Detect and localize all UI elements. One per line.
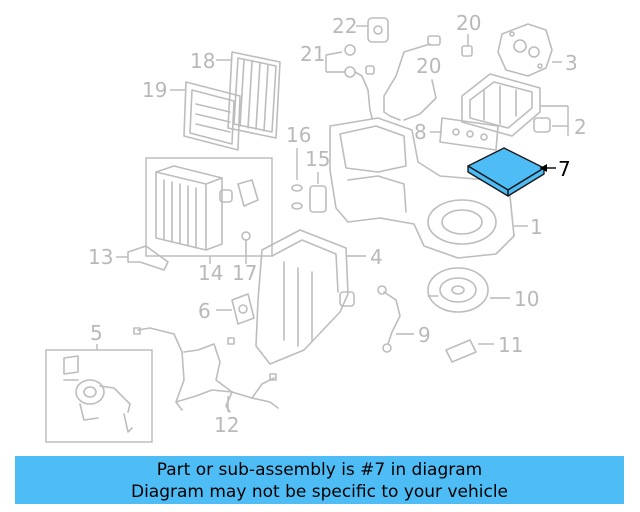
part-16-oring	[291, 184, 303, 210]
label-22: 22	[332, 14, 357, 38]
part-20-pipe-fitting	[383, 35, 473, 113]
label-15: 15	[305, 147, 330, 171]
label-12: 12	[214, 413, 239, 437]
label-1: 1	[530, 215, 543, 239]
label-3: 3	[565, 51, 578, 75]
label-8: 8	[414, 120, 427, 144]
label-20-lower: 20	[416, 54, 441, 78]
part-8-gasket	[439, 117, 499, 151]
label-5: 5	[90, 321, 103, 345]
part-11-resistor	[445, 339, 477, 363]
part-13-sensor	[127, 245, 169, 271]
label-19: 19	[142, 78, 167, 102]
label-14: 14	[198, 261, 223, 285]
label-21: 21	[300, 42, 325, 66]
label-17: 17	[232, 261, 257, 285]
part-21-valve	[344, 44, 375, 119]
part-2-actuator-assembly	[461, 73, 551, 137]
part-7-cabin-air-filter	[467, 147, 545, 197]
part-5-motor-bracket	[63, 355, 133, 433]
label-9: 9	[418, 323, 431, 347]
label-16: 16	[286, 123, 311, 147]
label-7: 7	[558, 157, 571, 181]
part-12-wiring-harness	[133, 327, 279, 413]
part-15-expansion-valve	[309, 185, 327, 213]
part-6-actuator	[231, 293, 255, 325]
part-22-sensor	[367, 17, 389, 43]
part-19-radiator	[183, 81, 241, 151]
info-banner: Part or sub-assembly is #7 in diagram Di…	[15, 456, 624, 504]
label-18: 18	[190, 49, 215, 73]
part-3-flange	[497, 23, 553, 77]
part-5-box	[45, 349, 153, 443]
part-10-blower-motor	[427, 267, 489, 313]
part-18-heater-core	[227, 51, 281, 139]
parts-diagram: 22 20 21 20 3 18	[45, 11, 587, 443]
label-10: 10	[514, 287, 539, 311]
label-2: 2	[574, 115, 587, 139]
label-4: 4	[370, 245, 383, 269]
part-14-filter-core	[155, 165, 259, 251]
part-9-hose	[377, 285, 401, 353]
label-20-upper: 20	[456, 11, 481, 35]
part-4-lower-housing	[255, 229, 355, 365]
part-20-pipe	[383, 79, 437, 121]
label-11: 11	[498, 333, 523, 357]
label-13: 13	[88, 245, 113, 269]
part-1-hvac-housing	[329, 117, 515, 259]
part-14-box	[145, 157, 273, 257]
part-17-screw	[241, 231, 251, 257]
banner-part-line: Part or sub-assembly is #7 in diagram	[156, 460, 483, 480]
label-6: 6	[198, 299, 211, 323]
banner-disclaimer-line: Diagram may not be specific to your vehi…	[130, 482, 508, 502]
